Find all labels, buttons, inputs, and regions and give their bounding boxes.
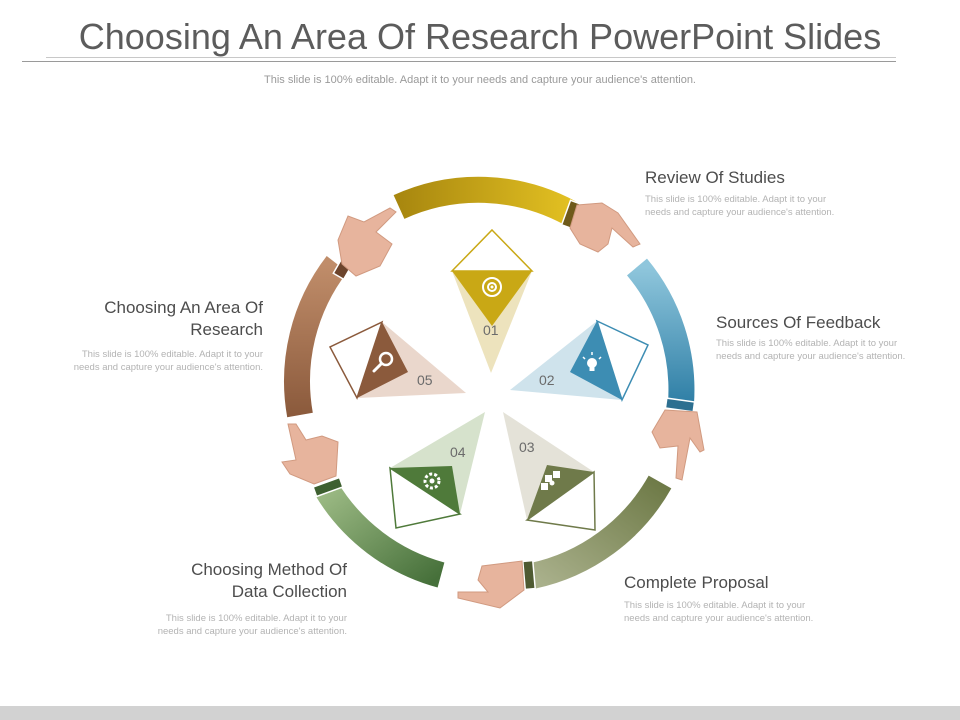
ring-arc-review [393,176,577,225]
step-label-proposal: Complete Proposal [624,573,769,592]
step-desc-area: This slide is 100% editable. Adapt it to… [73,349,263,373]
step-number-05: 05 [417,372,433,388]
step-label-review: Review Of Studies [645,168,785,187]
step-label-feedback: Sources Of Feedback [716,313,881,332]
step-desc-review: This slide is 100% editable. Adapt it to… [645,194,835,218]
ring-arc-feedback [626,258,695,404]
hand-pointing-proposal [457,560,525,609]
title-underline [22,61,896,62]
gear-icon [423,472,441,490]
step-desc-feedback: This slide is 100% editable. Adapt it to… [716,338,906,362]
segment-03: 03 [503,412,596,531]
hand-pointing-review [569,202,641,253]
puzzle-icon [541,471,560,490]
step-number-03: 03 [519,439,535,455]
page-subtitle: This slide is 100% editable. Adapt it to… [264,74,696,86]
hand-pointing-feedback [651,409,705,481]
segment-05: 05 [328,320,466,400]
cuff-feedback [664,397,696,413]
segment-02: 02 [510,319,649,403]
hand-pointing-method [281,423,339,485]
title-underline-inner [46,57,896,58]
cuff-method [312,476,344,498]
ring-arc-proposal [529,475,672,589]
segment-04: 04 [389,412,485,529]
cuff-proposal [521,559,537,591]
search-icon [372,351,394,373]
footer-bar [0,706,960,720]
step-number-01: 01 [483,322,499,338]
segment-01: 01 [450,228,534,373]
page-title: Choosing An Area Of Research PowerPoint … [78,16,882,57]
step-desc-proposal: This slide is 100% editable. Adapt it to… [624,600,814,624]
step-desc-method: This slide is 100% editable. Adapt it to… [157,613,347,637]
hand-pointing-area [337,207,397,277]
lightbulb-icon [582,352,602,371]
ring-arc-method [314,481,445,588]
target-icon [482,277,502,297]
ring-arc-area [284,256,348,418]
step-number-04: 04 [450,444,466,460]
step-number-02: 02 [539,372,555,388]
